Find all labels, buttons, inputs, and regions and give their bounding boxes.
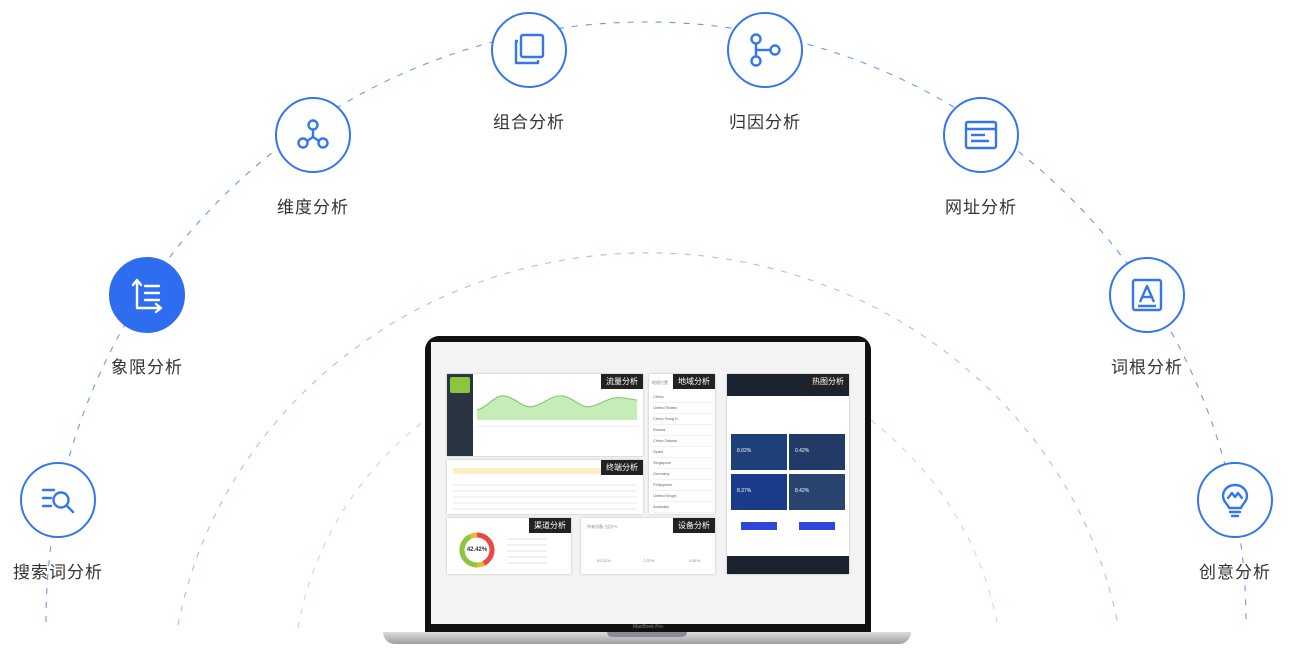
heat-value: 8.42% <box>795 488 810 494</box>
channel-panel-tag: 渠道分析 <box>529 518 571 533</box>
device-value: 7.07% <box>643 558 655 563</box>
region-row: United States <box>653 403 713 414</box>
heat-button <box>799 522 835 530</box>
laptop-brand: MacBook Pro <box>632 624 663 630</box>
search-list-icon <box>20 462 96 538</box>
region-row: Australia <box>653 502 713 513</box>
node-label: 搜索词分析 <box>13 563 103 582</box>
node-label: 创意分析 <box>1199 563 1271 582</box>
device-panel-tag: 设备分析 <box>673 518 715 533</box>
quadrant-axis-icon <box>109 257 185 333</box>
node-attribution-analysis[interactable]: 归因分析 <box>690 12 840 133</box>
region-panel-tag: 地域分析 <box>673 374 715 389</box>
region-row: Singapore <box>653 458 713 469</box>
donut-value: 42.42% <box>466 547 488 553</box>
traffic-panel-tag: 流量分析 <box>601 374 643 389</box>
node-url-analysis[interactable]: 网址分析 <box>906 97 1056 218</box>
terminal-panel: 终端分析 <box>447 460 643 514</box>
device-value: 92.12% <box>597 558 611 563</box>
heat-value: 0.42% <box>795 448 810 454</box>
region-row: China Taiwan <box>653 436 713 447</box>
heat-tile <box>789 474 845 510</box>
heat-value: 8.02% <box>737 448 752 454</box>
laptop-lid: 流量分析 终端分析 42.42% 渠道分析 所有 <box>425 336 871 636</box>
traffic-area-chart <box>477 395 637 420</box>
device-title: 所有设备 占比PV <box>587 524 618 529</box>
region-row: Russia <box>653 425 713 436</box>
channel-legend <box>507 534 547 564</box>
laptop-mockup: 流量分析 终端分析 42.42% 渠道分析 所有 <box>383 336 911 648</box>
node-label: 网址分析 <box>945 198 1017 217</box>
region-row: United Kingd. <box>653 491 713 502</box>
region-row: Spain <box>653 447 713 458</box>
node-label: 维度分析 <box>277 198 349 217</box>
heat-tile <box>731 434 787 470</box>
node-creative-analysis[interactable]: 创意分析 <box>1160 462 1293 583</box>
region-row: Germany <box>653 469 713 480</box>
region-row: Philippines <box>653 480 713 491</box>
laptop-notch <box>607 632 687 637</box>
dimension-nodes-icon <box>275 97 351 173</box>
letter-a-icon <box>1109 257 1185 333</box>
highlight-bar <box>453 468 605 474</box>
node-label: 词根分析 <box>1111 358 1183 377</box>
heat-value: 8.37% <box>737 488 752 494</box>
node-label: 象限分析 <box>111 358 183 377</box>
dashboard-screen: 流量分析 终端分析 42.42% 渠道分析 所有 <box>431 342 865 624</box>
region-row: China <box>653 392 713 403</box>
node-label: 组合分析 <box>493 113 565 132</box>
heat-tile <box>789 434 845 470</box>
node-combination-analysis[interactable]: 组合分析 <box>454 12 604 133</box>
device-panel: 所有设备 占比PV 92.12% 7.07% 0.81% 设备分析 <box>581 518 715 574</box>
device-value: 0.81% <box>689 558 701 563</box>
channel-panel: 42.42% 渠道分析 <box>447 518 571 574</box>
layers-copy-icon <box>491 12 567 88</box>
region-row: South Korea <box>653 513 713 514</box>
region-row: China Hong K. <box>653 414 713 425</box>
node-root-word-analysis[interactable]: 词根分析 <box>1072 257 1222 378</box>
node-search-term-analysis[interactable]: 搜索词分析 <box>0 462 133 583</box>
lightbulb-icon <box>1197 462 1273 538</box>
traffic-panel: 流量分析 <box>447 374 643 456</box>
attribution-branch-icon <box>727 12 803 88</box>
heatmap-footer <box>727 556 849 574</box>
terminal-table <box>453 480 637 510</box>
heatmap-panel: 8.02% 0.42% 8.37% 8.42% 热图分析 <box>727 374 849 574</box>
traffic-stats-row <box>477 426 637 451</box>
heat-button <box>741 522 777 530</box>
node-quadrant-analysis[interactable]: 象限分析 <box>72 257 222 378</box>
terminal-panel-tag: 终端分析 <box>601 460 643 475</box>
region-title: 地理位置 <box>652 380 668 385</box>
heat-tile <box>731 474 787 510</box>
node-label: 归因分析 <box>729 113 801 132</box>
logo <box>450 377 470 393</box>
laptop-base <box>383 632 911 644</box>
node-dimension-analysis[interactable]: 维度分析 <box>238 97 388 218</box>
heatmap-panel-tag: 热图分析 <box>807 374 849 389</box>
browser-window-icon <box>943 97 1019 173</box>
channel-donut-chart <box>459 532 495 568</box>
